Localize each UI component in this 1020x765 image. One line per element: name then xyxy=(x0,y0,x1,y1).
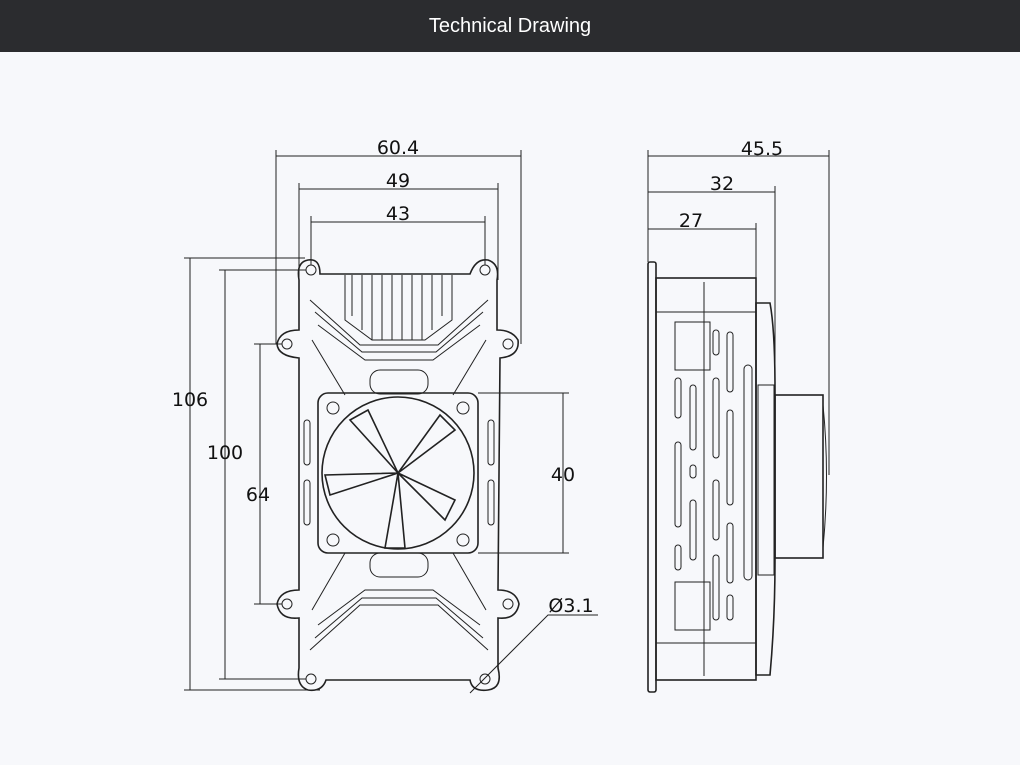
side-flange xyxy=(647,261,657,693)
mounting-hole xyxy=(479,673,491,685)
dim-body-depth: 27 xyxy=(679,210,703,232)
fan-hub xyxy=(774,394,824,559)
dim-side-hole-spacing: 64 xyxy=(246,484,270,506)
mounting-hole xyxy=(502,338,514,350)
title-bar: Technical Drawing xyxy=(0,0,1020,52)
fan-circle xyxy=(321,396,475,550)
front-view xyxy=(276,258,520,692)
technical-drawing: 60.4 49 43 106 100 64 40 Ø3.1 45.5 32 27 xyxy=(172,137,830,694)
fan-frame xyxy=(317,392,479,554)
dim-hole-diameter: Ø3.1 xyxy=(548,595,593,617)
heatsink-fins xyxy=(303,275,495,651)
side-dimensions xyxy=(647,150,830,475)
mounting-hole xyxy=(305,264,317,276)
side-body xyxy=(655,277,757,681)
front-dimensions xyxy=(184,150,598,694)
dim-hole-spacing-height: 100 xyxy=(207,442,243,464)
fan xyxy=(317,392,479,554)
dim-overall-width: 60.4 xyxy=(377,137,419,159)
side-fan xyxy=(755,302,776,676)
mounting-hole xyxy=(281,598,293,610)
dim-overall-depth: 45.5 xyxy=(741,138,783,160)
mounting-hole xyxy=(479,264,491,276)
mounting-hole xyxy=(305,673,317,685)
plate-outline xyxy=(276,258,520,692)
side-view xyxy=(647,261,827,693)
mounting-hole xyxy=(502,598,514,610)
mounting-hole xyxy=(281,338,293,350)
fan-blades xyxy=(323,408,457,549)
dim-fan-size: 40 xyxy=(551,464,575,486)
dim-fan-depth: 32 xyxy=(710,173,734,195)
page-title: Technical Drawing xyxy=(428,14,592,37)
dim-overall-height: 106 xyxy=(172,389,208,411)
dim-hole-spacing-width: 43 xyxy=(386,203,410,225)
dim-body-width: 49 xyxy=(386,170,410,192)
